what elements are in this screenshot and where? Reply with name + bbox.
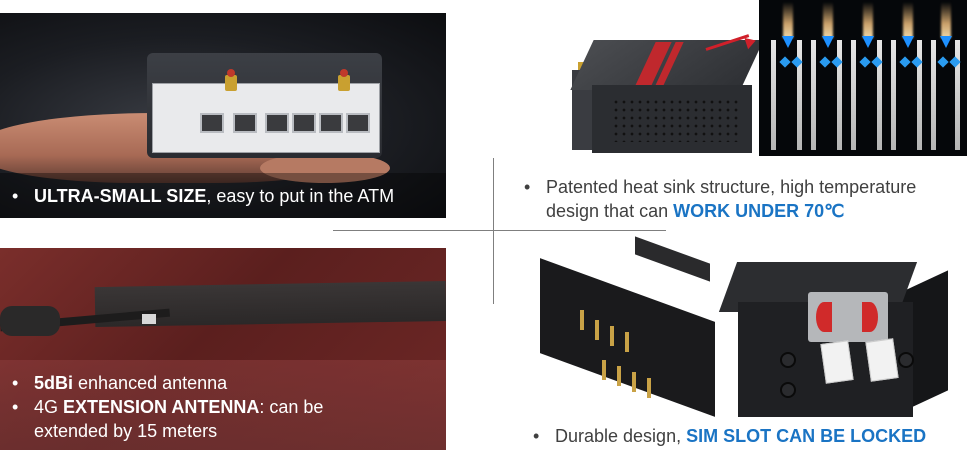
antenna-caption-line3: extended by 15 meters (34, 421, 218, 441)
heatsink-fin (851, 40, 856, 150)
sim-caption: • Durable design, SIM SLOT CAN BE LOCKED (533, 425, 926, 447)
airflow-arrow-icon (779, 56, 791, 68)
divider-horizontal (333, 230, 666, 231)
heatsink-fin (877, 40, 882, 150)
ethernet-port-icon (233, 113, 257, 133)
size-caption: • ULTRA-SMALL SIZE, easy to put in the AT… (12, 185, 394, 207)
airflow-arrow-icon (862, 36, 874, 48)
antenna-plug (0, 306, 60, 336)
lock-arrow-icon (816, 302, 832, 332)
bullet: • (12, 186, 19, 206)
sim-pin (610, 326, 614, 346)
antenna-caption-line2-bold: EXTENSION ANTENNA (63, 397, 260, 417)
sim-holder-rail (635, 236, 710, 282)
bullet: • (12, 397, 19, 417)
sim-pin (647, 378, 651, 398)
sim-pin (602, 360, 606, 380)
divider-vertical (493, 158, 494, 304)
heatsink-fin (955, 40, 960, 150)
screw-hole-icon (898, 352, 914, 368)
heat-glow (823, 2, 833, 38)
airflow-arrow-icon (937, 56, 949, 68)
size-caption-bold: ULTRA-SMALL SIZE (34, 186, 207, 206)
sim-card (820, 340, 854, 384)
airflow-arrow-icon (859, 56, 871, 68)
antenna-chip (142, 314, 156, 324)
size-caption-rest: , easy to put in the ATM (206, 186, 395, 206)
heatsink-router-photo (570, 40, 764, 155)
antenna-caption-line2-rest: : can be (259, 397, 324, 417)
heat-glow (783, 2, 793, 38)
heat-caption-line2: design that can WORK UNDER 70℃ (546, 200, 844, 222)
heatsink-fin (797, 40, 802, 150)
sim-pin (580, 310, 584, 330)
sim-pin (625, 332, 629, 352)
lock-arrow-icon (862, 302, 878, 332)
heatsink-fin (917, 40, 922, 150)
airflow-arrow-icon (819, 56, 831, 68)
heat-glow (863, 2, 873, 38)
ethernet-port-icon (319, 113, 343, 133)
antenna-caption-line1: • 5dBi enhanced antenna (12, 372, 227, 394)
sim-pin (632, 372, 636, 392)
airflow-arrow-icon (899, 56, 911, 68)
ethernet-port-icon (292, 113, 316, 133)
heat-caption-line2-blue: WORK UNDER 70℃ (673, 201, 845, 221)
antenna-photo: • 5dBi enhanced antenna • 4G EXTENSION ANT… (0, 248, 446, 450)
heatsink-fin (891, 40, 896, 150)
antenna-connector-icon (338, 75, 350, 91)
caption-overlay (0, 360, 446, 450)
heatsink-fin (837, 40, 842, 150)
ultra-small-size-photo: • ULTRA-SMALL SIZE, easy to put in the AT… (0, 13, 446, 218)
heatsink-fin (931, 40, 936, 150)
sim-pin (595, 320, 599, 340)
antenna-caption-line2-pre: 4G (34, 397, 64, 417)
sim-holder-photo (540, 236, 720, 417)
ethernet-port-icon (200, 113, 224, 133)
sim-caption-blue: SIM SLOT CAN BE LOCKED (686, 426, 927, 446)
airflow-arrow-icon (902, 36, 914, 48)
screw-hole-icon (780, 382, 796, 398)
finger-illustration (260, 153, 390, 183)
sim-lock-device-photo (718, 262, 948, 422)
antenna-caption-rest: enhanced antenna (73, 373, 228, 393)
heat-caption-line1-text: Patented heat sink structure, high tempe… (546, 177, 917, 197)
antenna-cap-icon (340, 69, 348, 77)
ethernet-port-icon (346, 113, 370, 133)
heat-glow (941, 2, 951, 38)
antenna-connector-icon (225, 75, 237, 91)
sim-pin (617, 366, 621, 386)
heat-caption-line1: • Patented heat sink structure, high temp… (524, 176, 916, 198)
heat-caption-line2-pre: design that can (546, 201, 674, 221)
airflow-arrow-icon (822, 36, 834, 48)
bullet: • (524, 177, 531, 197)
antenna-cap-icon (227, 69, 235, 77)
screw-hole-icon (780, 352, 796, 368)
antenna-caption-bold: 5dBi (34, 373, 74, 393)
bullet: • (533, 426, 540, 446)
bullet: • (12, 373, 19, 393)
heatsink-detail-photo (759, 0, 967, 156)
airflow-arrow-icon (940, 36, 952, 48)
heatsink-fin (771, 40, 776, 150)
caption-overlay (0, 173, 446, 218)
vent-grid (612, 98, 742, 142)
heat-glow (903, 2, 913, 38)
sim-card (865, 338, 899, 382)
ethernet-port-icon (265, 113, 289, 133)
heatsink-fin (811, 40, 816, 150)
airflow-arrow-icon (782, 36, 794, 48)
antenna-caption-line2: • 4G EXTENSION ANTENNA: can be (12, 396, 323, 418)
sim-caption-pre: Durable design, (555, 426, 687, 446)
